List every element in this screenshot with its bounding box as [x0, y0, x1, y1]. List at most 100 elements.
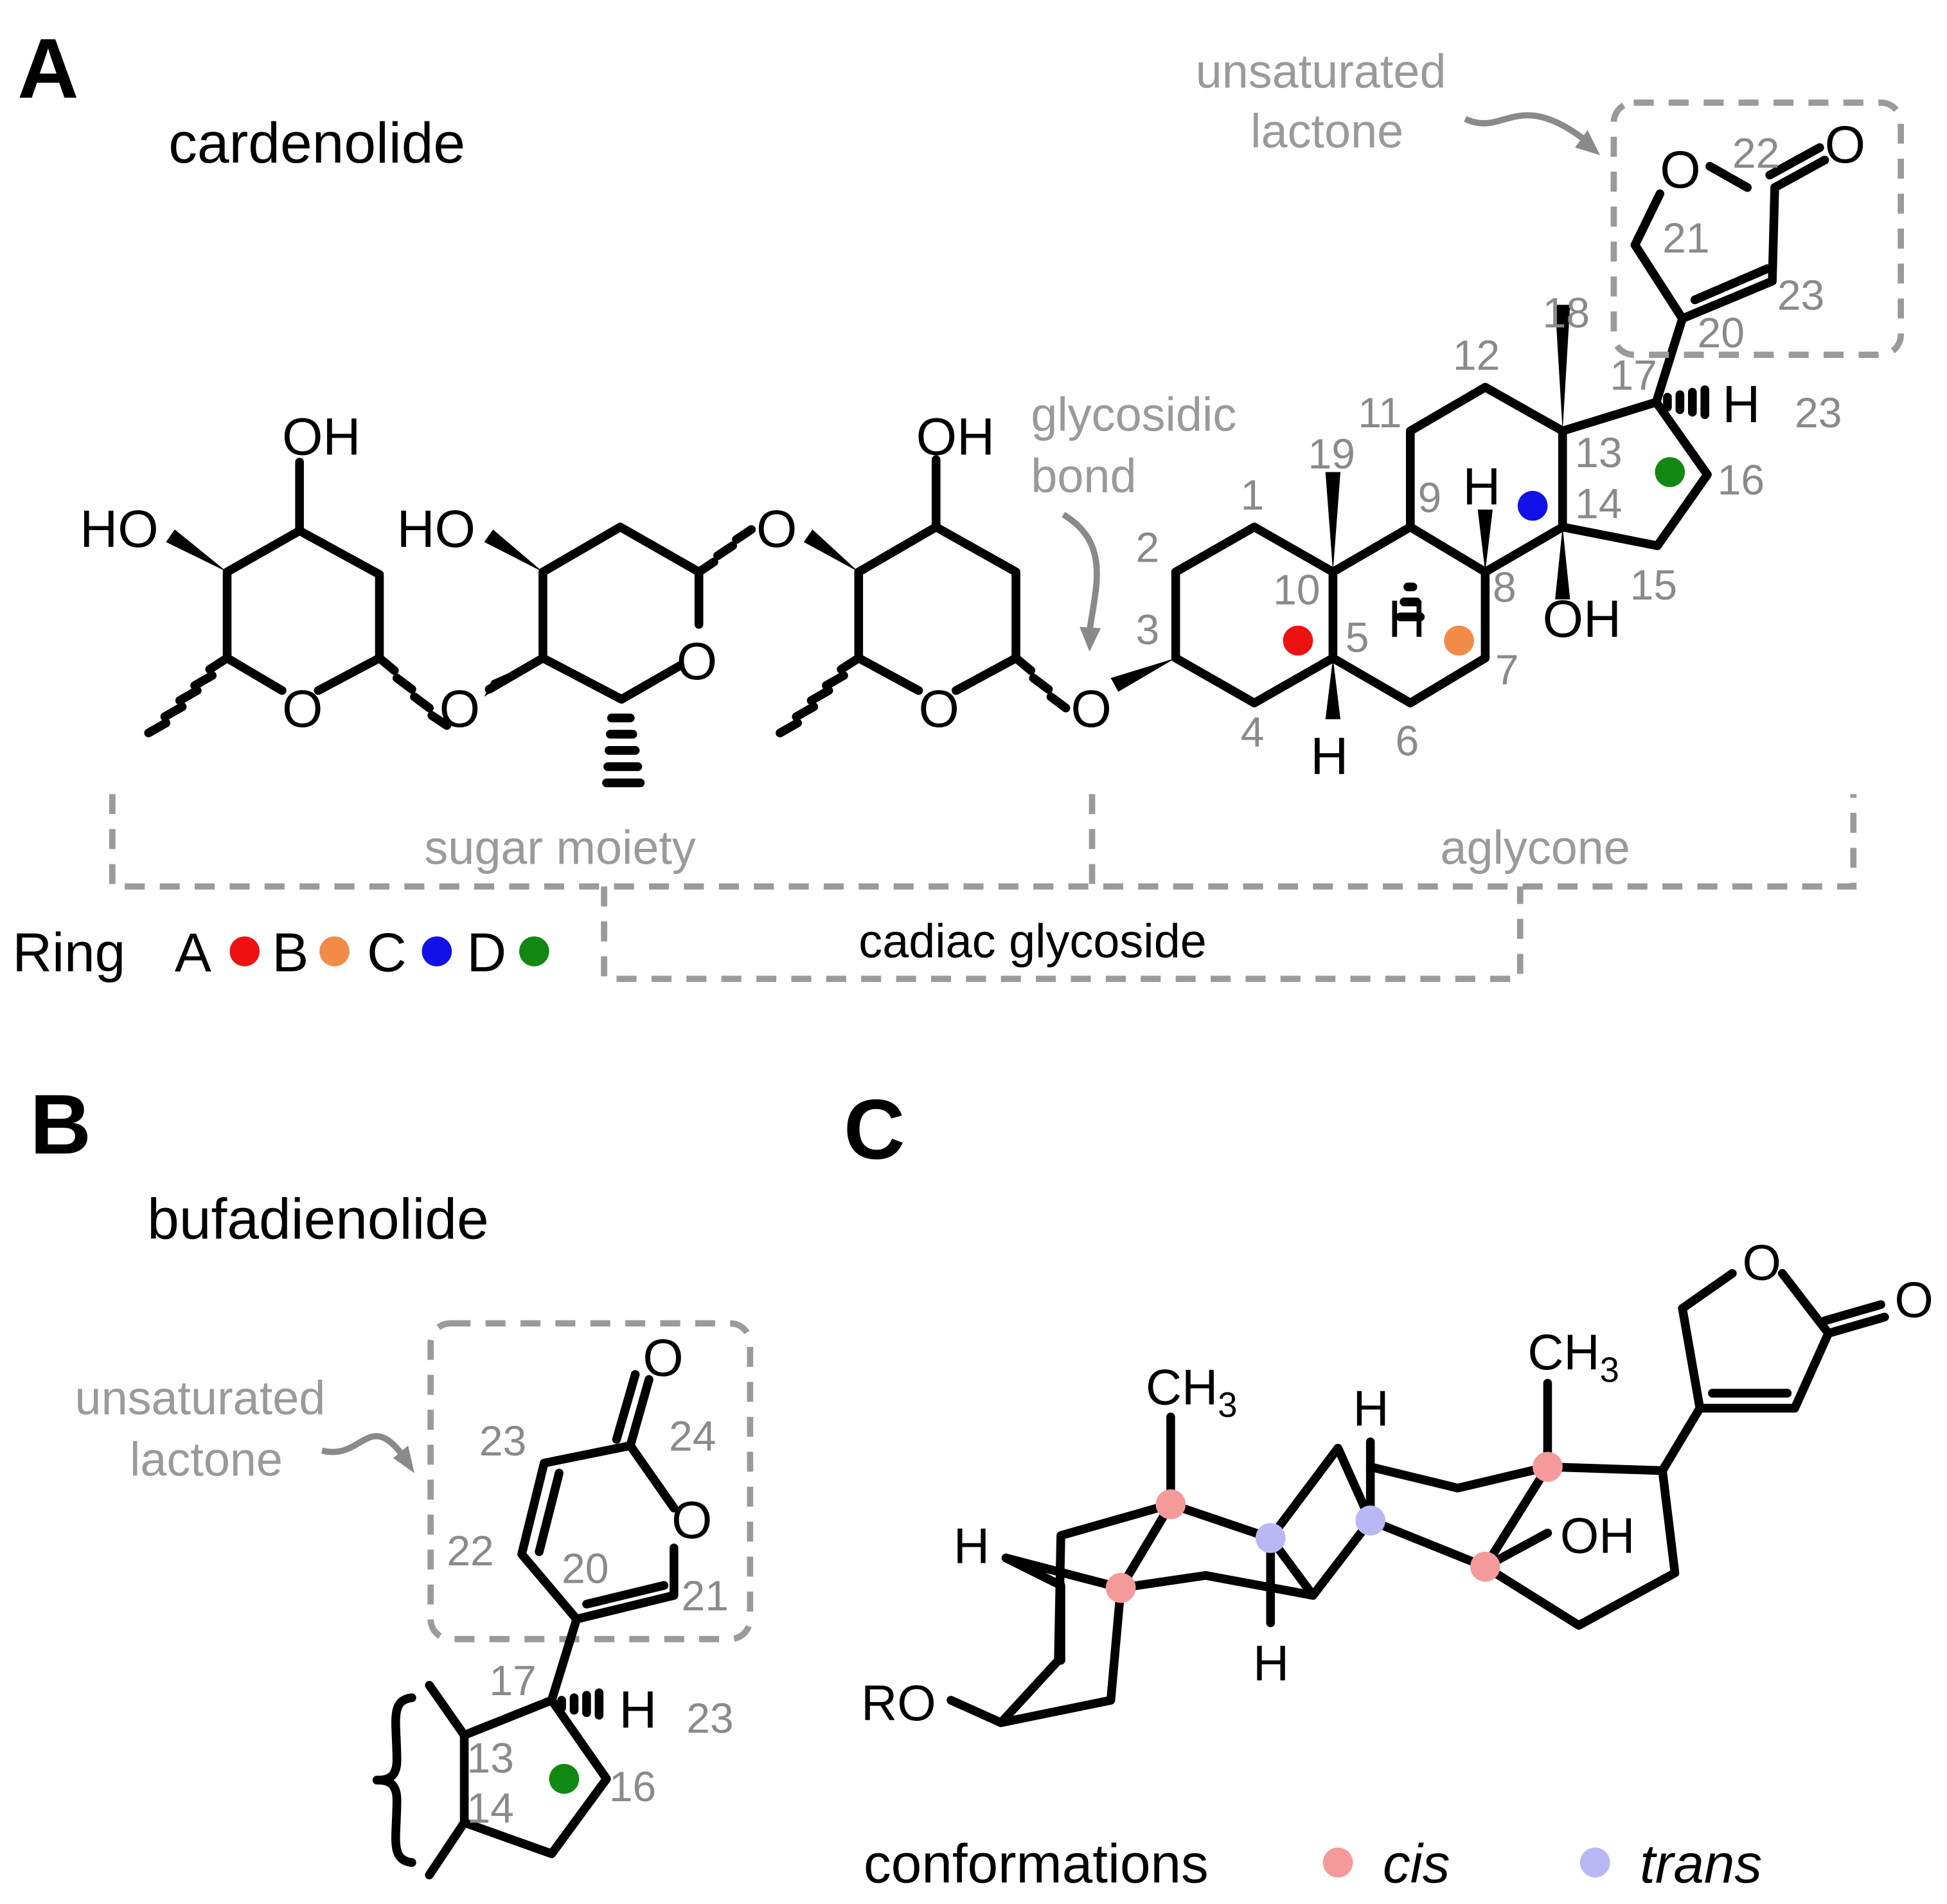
num-16: 16	[1718, 456, 1765, 504]
oh-14: OH	[1543, 590, 1621, 648]
steroid-conformation	[947, 1268, 1889, 1727]
num-10: 10	[1273, 566, 1320, 614]
num-b-14: 14	[467, 1784, 513, 1831]
num-5: 5	[1346, 613, 1369, 661]
num-b-16: 16	[609, 1763, 656, 1810]
pyranone-carbonyl-o: O	[643, 1329, 683, 1387]
aglycone-label: aglycone	[1440, 821, 1630, 875]
panel-a-title: cardenolide	[168, 111, 465, 175]
num-7: 7	[1495, 646, 1519, 693]
num-14: 14	[1575, 480, 1622, 528]
lactone-box-a	[1610, 99, 1904, 358]
panel-c-label: C	[844, 1081, 905, 1177]
lactone-arrowhead-a	[1575, 130, 1601, 156]
num-b-20: 20	[562, 1544, 609, 1592]
pyranone-ring-o: O	[671, 1491, 712, 1549]
ring-legend-d-dot	[519, 936, 549, 966]
panel-b: B bufadienolide unsaturated lactone O O …	[30, 1076, 754, 1880]
num-b-23: 23	[479, 1417, 526, 1464]
num-22: 22	[1732, 129, 1779, 177]
h-8: H	[1462, 458, 1500, 516]
lactone-label-a-line1: unsaturated	[1196, 44, 1446, 98]
lactone-carbonyl-o: O	[1825, 116, 1865, 174]
cis-legend-text: cis	[1383, 1833, 1450, 1894]
lactone-arrow-a	[1464, 112, 1587, 143]
sugar-ring-3	[776, 455, 1071, 738]
panel-a: A cardenolide OH HO O O HO O O	[12, 21, 1904, 984]
sugar-ring-2	[484, 522, 756, 788]
ring-legend-b-text: B	[272, 923, 308, 984]
glycosidic-label-line2: bond	[1031, 449, 1136, 503]
lactone-ring-o: O	[1660, 141, 1700, 199]
num-1: 1	[1241, 471, 1265, 519]
ring-legend-b-dot	[319, 936, 350, 966]
glycosidic-arrow	[1062, 512, 1100, 632]
glycosidic-arrowhead	[1080, 627, 1101, 652]
trans-legend-dot	[1579, 1847, 1610, 1878]
panel-a-label: A	[17, 21, 78, 116]
pyranone-ring	[517, 1370, 679, 1705]
ring-legend: Ring A B C D	[12, 923, 549, 984]
cis-legend-dot	[1322, 1847, 1353, 1878]
bracket-cardiac-glycoside	[601, 886, 1524, 983]
num-b-21: 21	[681, 1572, 728, 1619]
glycosidic-label-line1: glycosidic	[1031, 388, 1236, 441]
cis-dot-14	[1470, 1551, 1500, 1582]
panel-c: C CH3 CH3 H H H OH RO O O	[844, 1081, 1934, 1895]
ring-d-b	[372, 1680, 611, 1880]
ring-d-dot	[1655, 457, 1685, 487]
c-h-9: H	[1253, 1636, 1289, 1691]
lactone-box-b	[427, 1320, 754, 1642]
h-9: H	[1388, 590, 1426, 648]
num-3: 3	[1135, 606, 1159, 654]
trans-dot-8	[1355, 1505, 1385, 1536]
sugar3-ring-o: O	[919, 680, 959, 738]
steroid-core	[1110, 305, 1712, 720]
ring-legend-a-text: A	[175, 923, 211, 984]
sugar-moiety-label: sugar moiety	[424, 821, 696, 875]
ring-legend-a-dot	[229, 936, 260, 966]
num-23-extra: 23	[1795, 389, 1842, 436]
cis-dot-10	[1155, 1489, 1186, 1520]
sugar1-ho: HO	[80, 500, 158, 558]
sugar3-oh: OH	[916, 407, 995, 466]
ring-c-dot	[1517, 490, 1548, 521]
num-4: 4	[1241, 708, 1265, 756]
trans-dot-9	[1255, 1523, 1286, 1553]
c-lactone-ring-o: O	[1742, 1235, 1781, 1290]
link-o-2: O	[756, 500, 797, 558]
sugar2-ho: HO	[397, 500, 476, 558]
conformations-legend: conformations cis trans	[864, 1833, 1762, 1894]
lactone-label-b-line2: lactone	[130, 1432, 283, 1486]
glycosidic-o: O	[1071, 680, 1111, 738]
carbon-numbers-b: 13 14 16 17 20 21 22 23 23 24	[447, 1412, 733, 1831]
lactone-arrow-b	[321, 1433, 405, 1457]
c-ch3-left: CH3	[1146, 1360, 1237, 1425]
ring-b-dot	[1444, 625, 1474, 656]
ring-d-dot-b	[549, 1763, 580, 1794]
num-18: 18	[1543, 289, 1590, 336]
num-20: 20	[1698, 308, 1745, 356]
num-b-17: 17	[489, 1657, 536, 1704]
num-6: 6	[1395, 717, 1419, 765]
sugar2-ring-o: O	[677, 632, 717, 691]
num-b-23-extra: 23	[686, 1694, 733, 1741]
link-o-1: O	[440, 680, 480, 738]
num-b-13: 13	[467, 1734, 513, 1782]
lactone-label-b-line1: unsaturated	[75, 1371, 326, 1425]
sugar1-ring-o: O	[282, 680, 323, 738]
conformations-label: conformations	[864, 1833, 1209, 1894]
c-h-8: H	[1353, 1382, 1389, 1437]
num-19: 19	[1308, 430, 1355, 477]
num-21: 21	[1662, 214, 1709, 262]
num-12: 12	[1453, 331, 1500, 378]
c-ro: RO	[861, 1676, 936, 1731]
ring-a-dot	[1283, 625, 1313, 656]
panel-b-label: B	[30, 1076, 91, 1171]
carbon-numbers-a: 1 2 3 4 5 6 7 8 9 10 11 12 13 14 15 16 1…	[1135, 129, 1842, 765]
panel-b-title: bufadienolide	[147, 1186, 488, 1250]
ring-legend-d-text: D	[467, 923, 506, 984]
ring-legend-label: Ring	[12, 923, 125, 984]
ring-legend-c-text: C	[367, 923, 407, 984]
